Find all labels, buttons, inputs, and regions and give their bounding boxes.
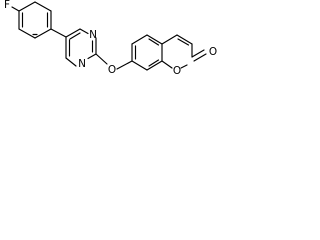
chemical-structure: F N N O O O <box>0 0 231 84</box>
ether-bond-left <box>95 53 108 65</box>
structure-drawing: F N N O O O <box>4 0 217 77</box>
coumarin-pyranone-ring <box>161 34 193 69</box>
ring-oxygen-label: O <box>173 65 181 77</box>
biaryl-bond <box>50 28 67 38</box>
pyrimidine-n-top-label: N <box>89 29 97 41</box>
fluorine-atom-label: F <box>4 0 10 11</box>
pyrimidine-ring <box>65 28 97 67</box>
carbonyl-bond-2 <box>193 53 207 62</box>
coumarin-benzo-ring <box>131 34 163 71</box>
carbonyl-oxygen-label: O <box>209 46 217 58</box>
ether-bond-right <box>116 60 133 70</box>
carbonyl-bond-1 <box>191 49 205 58</box>
fluorophenyl-ring <box>18 1 52 39</box>
c-f-bond <box>11 6 20 12</box>
ether-oxygen-label: O <box>108 64 116 76</box>
pyrimidine-n-bottom-label: N <box>78 58 86 70</box>
